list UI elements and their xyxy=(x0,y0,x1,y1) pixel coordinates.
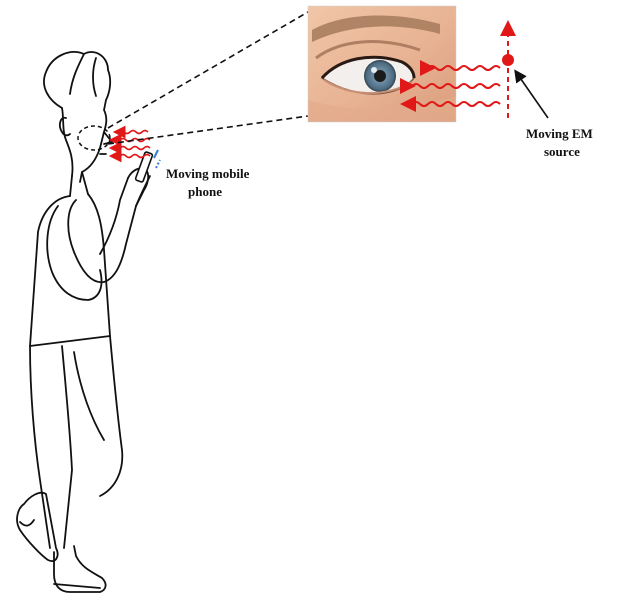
source-label-line1: Moving EM xyxy=(526,126,593,141)
eye-closeup-photo xyxy=(308,6,456,122)
phone-label-line2: phone xyxy=(188,184,222,199)
person-torso xyxy=(30,194,110,346)
person-arm xyxy=(68,176,150,282)
eye-highlight-circle xyxy=(78,126,110,150)
person-shoe-back xyxy=(17,493,58,561)
zoom-lines xyxy=(108,12,308,144)
person-legs xyxy=(30,346,50,548)
iris-icon xyxy=(364,60,396,92)
em-source-dot-icon xyxy=(502,54,514,66)
phone-label-line1: Moving mobile xyxy=(166,166,250,181)
source-label-line2: source xyxy=(544,144,580,159)
person-head xyxy=(44,52,110,182)
source-pointer-arrow xyxy=(516,72,548,118)
em-source xyxy=(502,24,514,118)
